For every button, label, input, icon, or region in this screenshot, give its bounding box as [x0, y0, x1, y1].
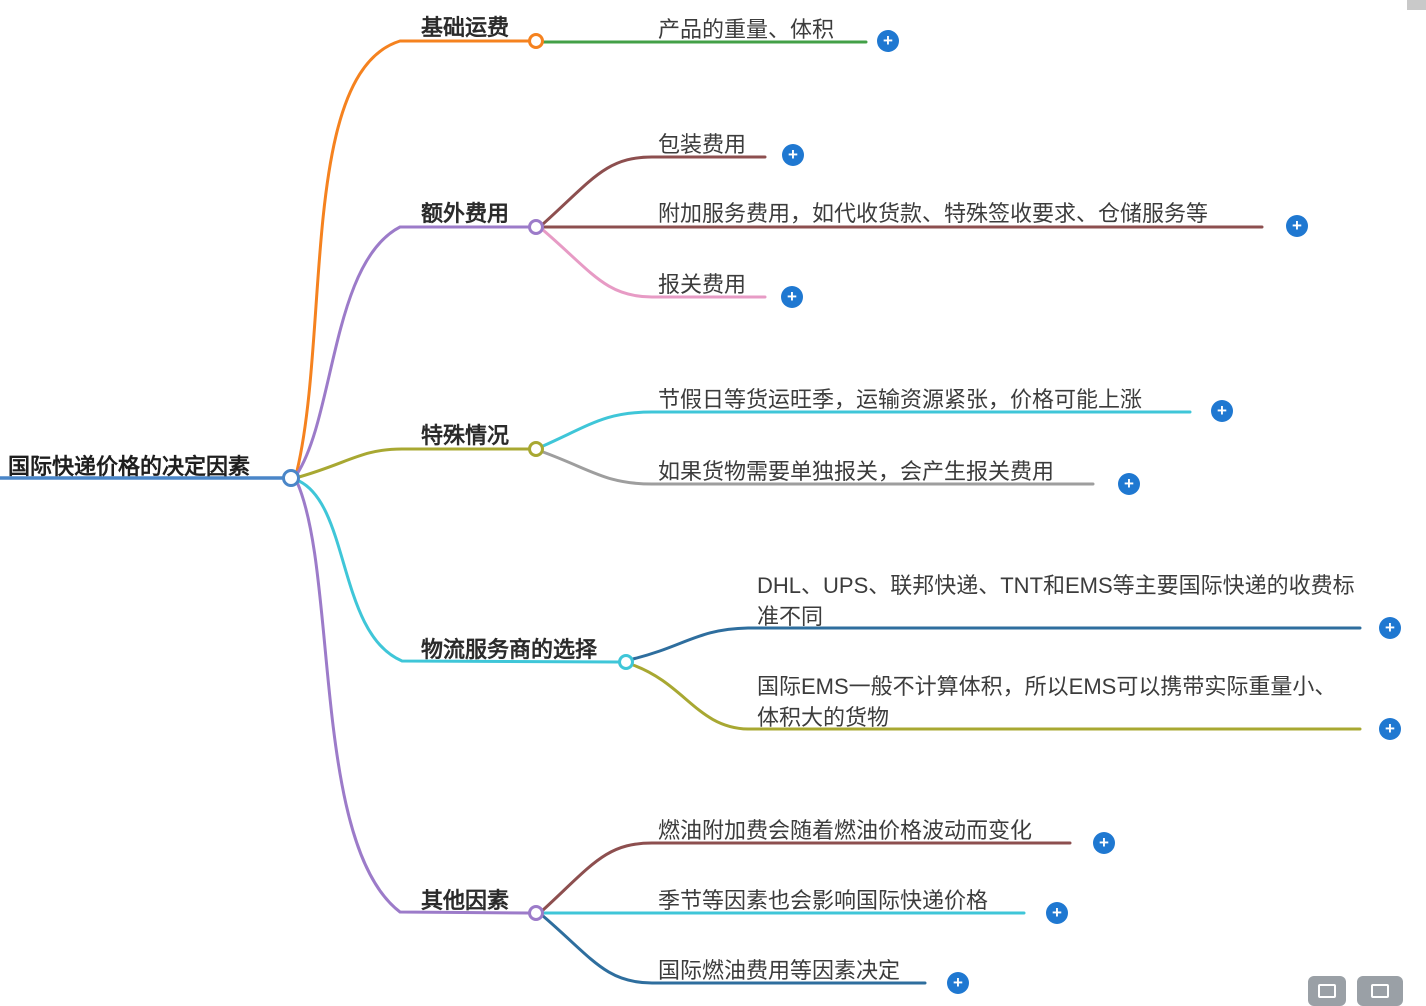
leaf-customs-fee[interactable]: 报关费用 — [658, 272, 747, 297]
leaf-separate-customs[interactable]: 如果货物需要单独报关，会产生报关费用 — [658, 459, 1055, 484]
edge-root-to-basic-freight — [295, 39, 530, 473]
expand-icon[interactable]: + — [1118, 473, 1140, 495]
edge-carrier-to-fee-standards — [631, 626, 1362, 661]
expand-icon[interactable]: + — [1379, 718, 1401, 740]
plus-glyph: + — [787, 286, 797, 306]
leaf-season-factor[interactable]: 季节等因素也会影响国际快递价格 — [658, 888, 989, 913]
leaf-ems-volume[interactable]: 国际EMS一般不计算体积，所以EMS可以携带实际重量小、体积大的货物 — [757, 674, 1337, 730]
plus-glyph: + — [1385, 617, 1395, 637]
expand-icon[interactable]: + — [782, 144, 804, 166]
branch-label-extra-fees[interactable]: 额外费用 — [421, 201, 510, 226]
plus-glyph: + — [953, 972, 963, 992]
node-circle-root[interactable] — [282, 469, 300, 487]
plus-glyph: + — [788, 144, 798, 164]
plus-glyph: + — [1099, 832, 1109, 852]
branch-label-other-factors[interactable]: 其他因素 — [421, 888, 510, 913]
expand-icon[interactable]: + — [1286, 215, 1308, 237]
leaf-addon-services[interactable]: 附加服务费用，如代收货款、特殊签收要求、仓储服务等 — [658, 201, 1209, 226]
expand-icon[interactable]: + — [1046, 902, 1068, 924]
expand-icon[interactable]: + — [947, 972, 969, 994]
leaf-fuel-surcharge[interactable]: 燃油附加费会随着燃油价格波动而变化 — [658, 818, 1033, 843]
node-circle-basic-freight[interactable] — [528, 33, 544, 49]
expand-icon[interactable]: + — [877, 30, 899, 52]
node-circle-carrier-choice[interactable] — [618, 654, 634, 670]
scrollbar-corner — [1407, 0, 1426, 10]
plus-glyph: + — [1385, 718, 1395, 738]
plus-glyph: + — [1124, 473, 1134, 493]
plus-glyph: + — [883, 30, 893, 50]
branch-label-special-cases[interactable]: 特殊情况 — [421, 423, 510, 448]
leaf-fee-standards[interactable]: DHL、UPS、联邦快递、TNT和EMS等主要国际快递的收费标准不同 — [757, 573, 1355, 629]
edge-root-to-other-factors — [295, 480, 530, 915]
bottom-toolbar-button-right[interactable] — [1357, 976, 1403, 1006]
leaf-packaging-fee[interactable]: 包装费用 — [658, 132, 747, 157]
node-circle-special-cases[interactable] — [528, 441, 544, 457]
leaf-intl-fuel-fee[interactable]: 国际燃油费用等因素决定 — [658, 958, 901, 983]
expand-icon[interactable]: + — [1379, 617, 1401, 639]
expand-icon[interactable]: + — [1093, 832, 1115, 854]
plus-glyph: + — [1052, 902, 1062, 922]
branch-label-basic-freight[interactable]: 基础运费 — [421, 15, 510, 40]
bottom-toolbar-button-left[interactable] — [1308, 976, 1346, 1006]
leaf-peak-season[interactable]: 节假日等货运旺季，运输资源紧张，价格可能上涨 — [658, 387, 1143, 412]
node-circle-other-factors[interactable] — [528, 905, 544, 921]
branch-label-carrier-choice[interactable]: 物流服务商的选择 — [421, 637, 598, 662]
expand-icon[interactable]: + — [1211, 400, 1233, 422]
edge-root-to-special-cases — [297, 447, 530, 479]
expand-icon[interactable]: + — [781, 286, 803, 308]
leaf-weight-volume[interactable]: 产品的重量、体积 — [658, 17, 835, 42]
node-circle-extra-fees[interactable] — [528, 219, 544, 235]
edge-special-to-peak-season — [541, 410, 1192, 448]
plus-glyph: + — [1292, 215, 1302, 235]
root-node-label[interactable]: 国际快递价格的决定因素 — [8, 454, 251, 479]
plus-glyph: + — [1217, 400, 1227, 420]
